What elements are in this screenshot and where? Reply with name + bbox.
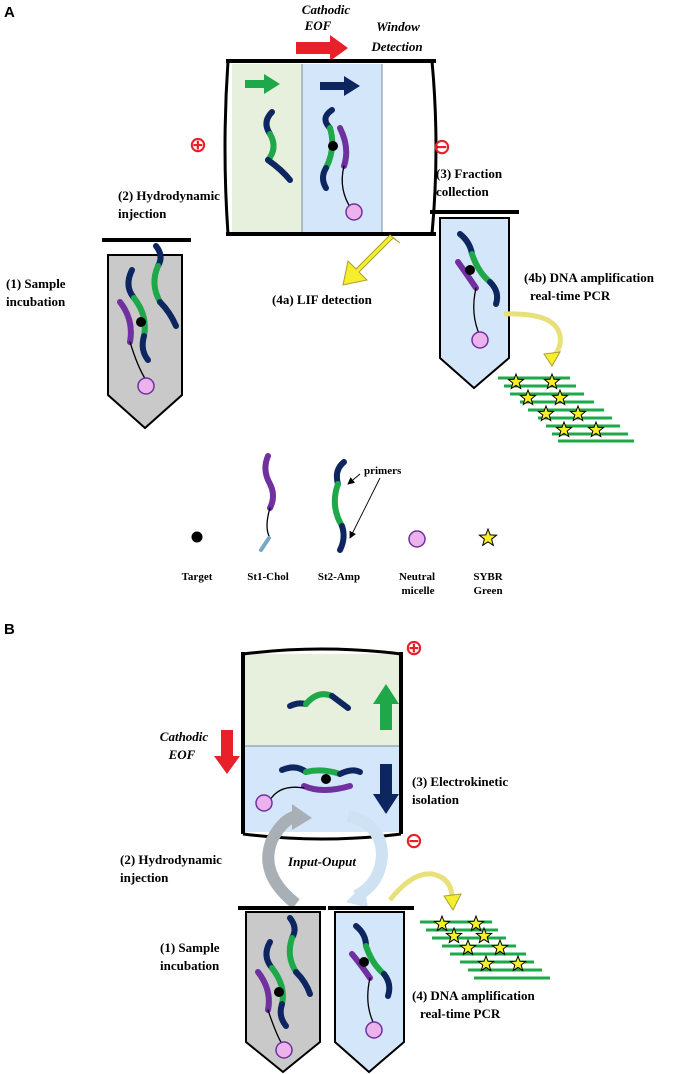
- eof-arrow-b: [214, 730, 240, 774]
- sample-incubation-label-a-line1: (1) Sample: [6, 276, 66, 291]
- neutral-micelle-icon: [408, 530, 426, 548]
- sybr-star-icon: [543, 372, 561, 390]
- cathodic-eof-label-b-line2: EOF: [168, 747, 196, 762]
- dna-amplification-label-a-line2: real-time PCR: [530, 288, 611, 303]
- electrokinetic-isolation-label-line2: isolation: [412, 792, 460, 807]
- sample-tube-b-contents: [255, 915, 313, 1059]
- pcr-curve-arrow-a: [503, 311, 563, 360]
- collection-tube-a-contents: [455, 231, 501, 349]
- sybr-star-icon: [433, 914, 451, 932]
- sybr-stars-b: [433, 914, 527, 972]
- sybr-star-icon: [475, 926, 493, 944]
- green-arrow-b: [373, 684, 399, 730]
- dna-amplification-label-a-line1: (4b) DNA amplification: [524, 270, 655, 285]
- cathodic-eof-label-a-line1: Cathodic: [302, 2, 351, 17]
- sybr-star-icon: [519, 388, 537, 406]
- sybr-star-icon: [459, 938, 477, 956]
- collection-tube-b-contents: [349, 923, 393, 1039]
- panel-a-letter: A: [4, 4, 15, 21]
- hydrodynamic-injection-label-a-line2: injection: [118, 206, 167, 221]
- sample-tube-a-contents: [117, 243, 179, 395]
- minus-sign-a: ⊖: [433, 135, 451, 160]
- output-arrow: [346, 810, 389, 902]
- sybr-star-icon: [507, 372, 525, 390]
- sample-incubation-label-a-line2: incubation: [6, 294, 66, 309]
- fraction-collection-label-line1: (3) Fraction: [436, 166, 503, 181]
- legend-label-st2-amp: St2-Amp: [318, 571, 360, 583]
- sybr-star-icon: [551, 388, 569, 406]
- dna-amplification-label-b-line2: real-time PCR: [420, 1006, 501, 1021]
- sybr-star-icon: [467, 914, 485, 932]
- st2-amp-free-a: [263, 109, 293, 183]
- lif-arrow: [342, 234, 401, 286]
- sybr-star-icon: [478, 527, 498, 547]
- input-output-label: Input-Ouput: [287, 854, 356, 869]
- window-detection-label-line2: Detection: [370, 39, 422, 54]
- sybr-star-icon: [555, 420, 573, 438]
- plus-sign-a: ⊕: [189, 133, 207, 158]
- dna-amplification-label-b-line1: (4) DNA amplification: [412, 988, 536, 1003]
- panel-b-letter: B: [4, 621, 15, 638]
- legend-label-st1-chol: St1-Chol: [247, 571, 289, 583]
- target-icon: [191, 531, 203, 543]
- cathodic-eof-label-a-line2: EOF: [304, 18, 332, 33]
- collection-tube-b: [334, 911, 405, 1074]
- sybr-star-icon: [537, 404, 555, 422]
- sybr-star-icon: [509, 954, 527, 972]
- green-arrow-a: [245, 74, 280, 94]
- input-arrow: [262, 810, 300, 909]
- sample-incubation-label-b-line2: incubation: [160, 958, 220, 973]
- sample-incubation-label-b-line1: (1) Sample: [160, 940, 220, 955]
- legend-label-sybr: SYBR: [473, 571, 503, 583]
- sybr-star-icon: [569, 404, 587, 422]
- st1-chol-icon: [259, 453, 276, 552]
- st2-amp-free-b: [287, 691, 351, 711]
- hydrodynamic-injection-label-b-line1: (2) Hydrodynamic: [120, 852, 222, 867]
- pcr-curve-arrow-b: [388, 871, 455, 902]
- lif-detection-label: (4a) LIF detection: [272, 292, 373, 307]
- legend-label-green: Green: [473, 585, 502, 597]
- primers-label: primers: [364, 465, 402, 477]
- hydrodynamic-injection-label-b-line2: injection: [120, 870, 169, 885]
- legend-label-neutral: Neutral: [399, 571, 435, 583]
- sybr-star-icon: [491, 938, 509, 956]
- sybr-star-icon: [477, 954, 495, 972]
- sybr-green-star-icon: [478, 527, 498, 547]
- sybr-star-icon: [587, 420, 605, 438]
- fraction-collection-label-line2: collection: [436, 184, 489, 199]
- minus-sign-b: ⊖: [405, 829, 423, 854]
- legend-label-target: Target: [182, 571, 213, 583]
- electrokinetic-isolation-label-line1: (3) Electrokinetic: [412, 774, 508, 789]
- eof-arrow-a: [296, 35, 348, 61]
- complex-a: [320, 107, 363, 221]
- plus-sign-b: ⊕: [405, 636, 423, 661]
- window-detection-label-line1: Window: [376, 19, 420, 34]
- navy-arrow-a: [320, 76, 360, 96]
- complex-b: [255, 764, 363, 812]
- st2-amp-icon: [331, 459, 347, 553]
- sybr-star-icon: [445, 926, 463, 944]
- legend-label-micelle: micelle: [402, 585, 435, 597]
- cathodic-eof-label-b-line1: Cathodic: [160, 729, 209, 744]
- sybr-stars-a: [507, 372, 605, 438]
- navy-arrow-b: [373, 764, 399, 814]
- hydrodynamic-injection-label-a-line1: (2) Hydrodynamic: [118, 188, 220, 203]
